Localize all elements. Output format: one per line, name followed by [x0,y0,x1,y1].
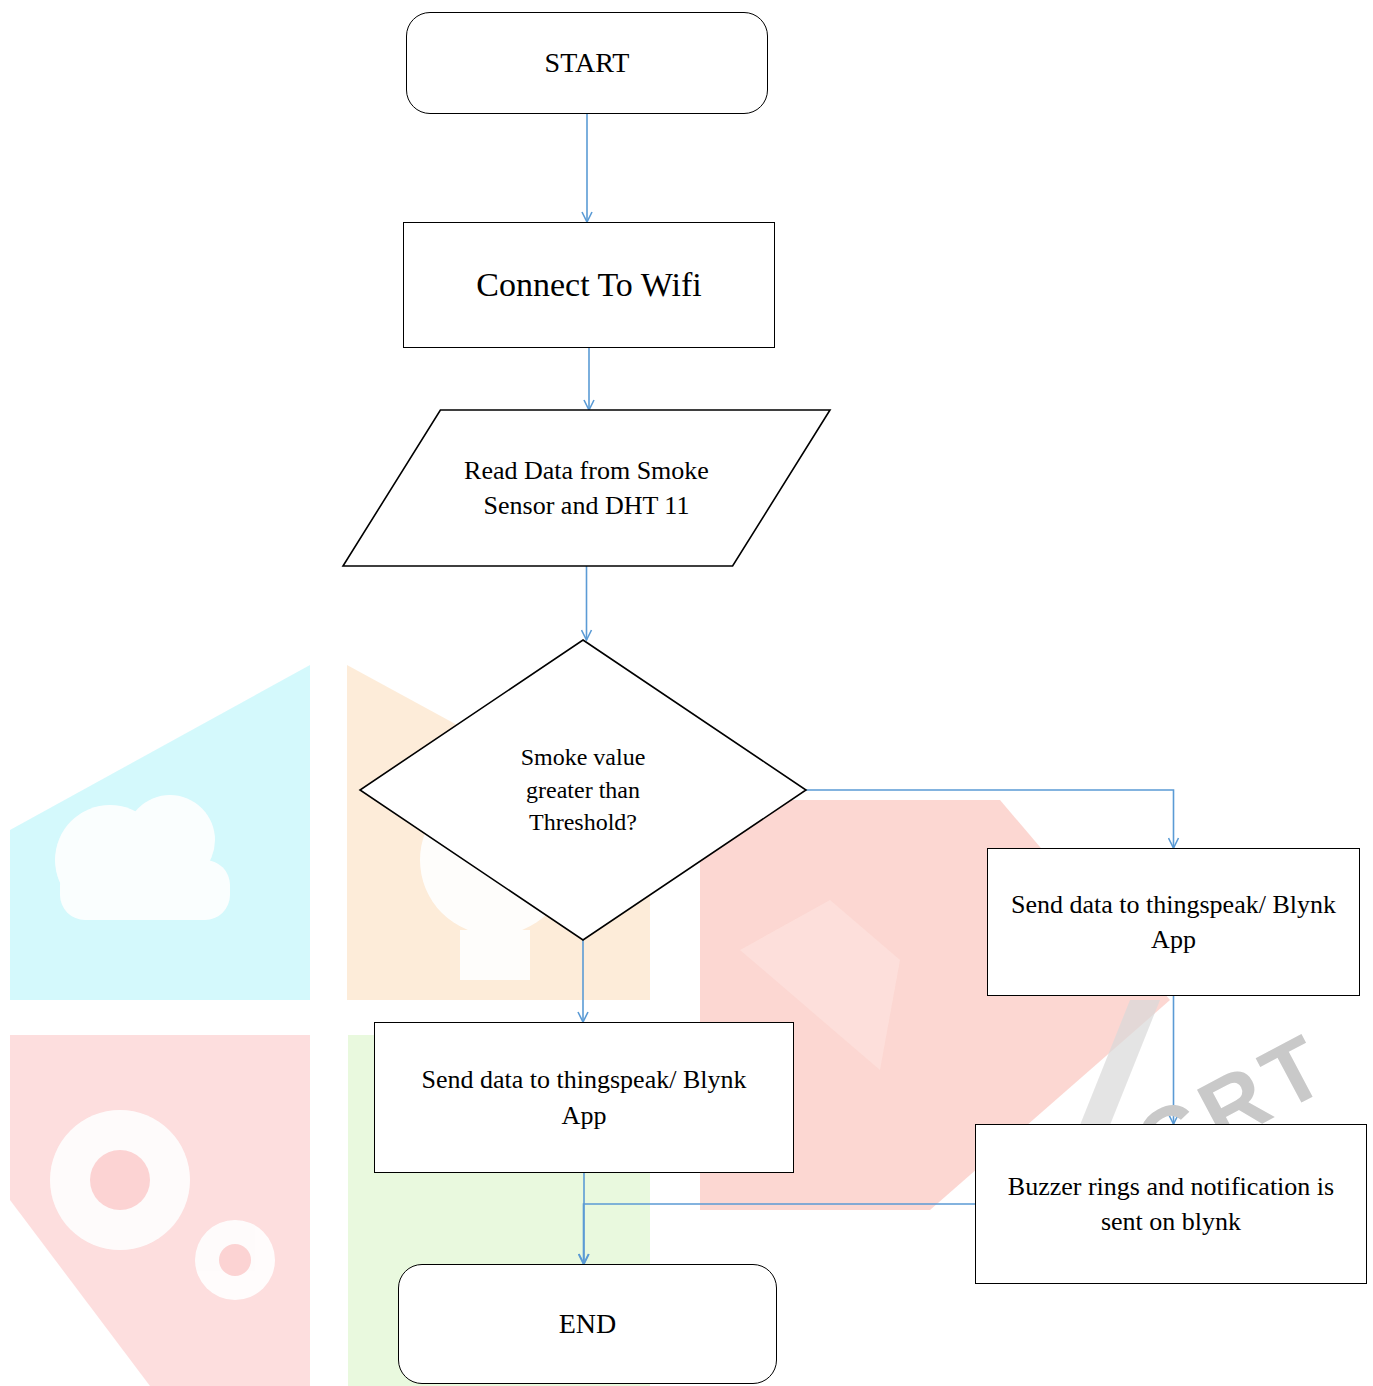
text-holder: Send data to thingspeak/ Blynk App [404,1062,764,1132]
start-terminal: START [406,12,768,114]
text-holder: START [437,44,737,82]
decision-diamond: Smoke value greater than Threshold? [360,640,806,940]
input-parallelogram: Read Data from Smoke Sensor and DHT 11 [343,410,830,566]
node-text: Connect To Wifi [424,262,754,308]
node-text: START [437,44,737,82]
text-holder: END [428,1305,748,1343]
process-box: Send data to thingspeak/ Blynk App [987,848,1360,996]
node-text: Buzzer rings and notification is sent on… [1001,1169,1341,1239]
flow-arrow [586,114,588,222]
flow-arrow [584,1204,976,1264]
parallelogram-outline [343,410,830,566]
end-terminal: END [398,1264,777,1384]
flow-arrow [582,940,584,1022]
flow-arrow [586,566,588,640]
process-box: Send data to thingspeak/ Blynk App [374,1022,794,1173]
text-holder: Send data to thingspeak/ Blynk App [1009,887,1339,957]
node-text: Send data to thingspeak/ Blynk App [404,1062,764,1132]
flow-arrow [588,348,590,410]
process-box: Connect To Wifi [403,222,775,348]
text-holder: Read Data from Smoke Sensor and DHT 11 [452,453,722,523]
text-holder: Smoke value greater than Threshold? [496,741,671,838]
flow-arrow [806,790,1174,848]
node-text: Send data to thingspeak/ Blynk App [1009,887,1339,957]
text-holder: Connect To Wifi [424,262,754,308]
node-text: Read Data from Smoke Sensor and DHT 11 [452,453,722,523]
node-text: END [428,1305,748,1343]
process-box: Buzzer rings and notification is sent on… [975,1124,1367,1284]
node-text: Smoke value greater than Threshold? [496,741,671,838]
text-holder: Buzzer rings and notification is sent on… [1001,1169,1341,1239]
